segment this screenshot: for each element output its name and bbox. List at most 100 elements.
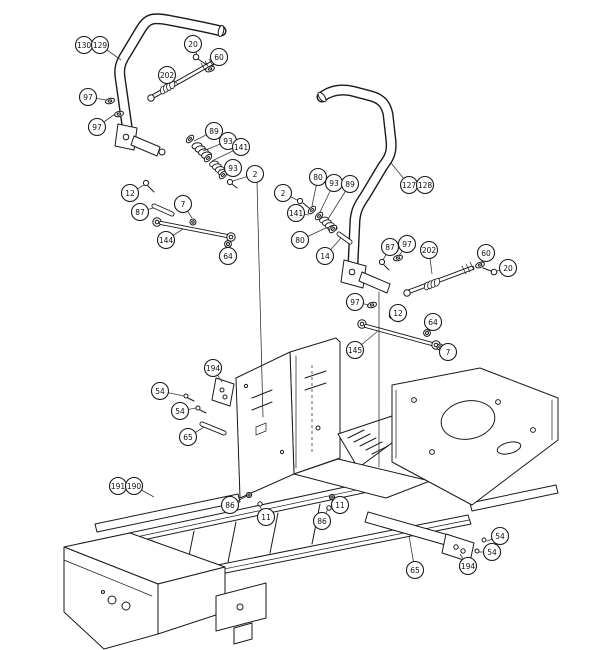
- damper-rod-left: [147, 58, 215, 102]
- callout-label: 89: [345, 180, 355, 189]
- callout-label: 93: [228, 164, 238, 173]
- callout-balloon-80-18: 80: [308, 167, 328, 187]
- washer: [392, 253, 404, 263]
- callout-label: 65: [410, 566, 420, 575]
- linkage-rod-144: [152, 217, 236, 248]
- bolt: [481, 537, 487, 543]
- callout-balloon-65-46: 65: [405, 560, 425, 580]
- callout-balloon-65-39: 65: [178, 427, 198, 447]
- callout-balloon-87-13: 87: [130, 202, 150, 222]
- callout-circle: [415, 175, 435, 195]
- callout-label: 14: [320, 252, 330, 261]
- callout-label: 87: [385, 243, 395, 252]
- washer: [104, 96, 116, 106]
- bolt-head: [192, 53, 200, 61]
- callout-circle: [345, 340, 365, 360]
- callout-circle: [308, 167, 328, 187]
- callout-circle: [405, 560, 425, 580]
- callout-balloon-7-35: 7: [438, 342, 458, 362]
- callout-circle: [173, 194, 193, 214]
- bolt-and-washer-right: [474, 260, 498, 276]
- callout-circle: [490, 526, 510, 546]
- callout-balloon-202-28: 202: [419, 240, 439, 260]
- console-right-plate: [289, 337, 341, 475]
- callout-label: 141: [234, 143, 249, 152]
- callout-circle: [223, 158, 243, 178]
- callout-balloon-80-22: 80: [290, 230, 310, 250]
- callout-label: 97: [350, 298, 360, 307]
- callout-label: 194: [206, 364, 221, 373]
- callout-balloon-87-26: 87: [380, 237, 400, 257]
- frame-rail-right: [469, 484, 559, 512]
- callout-label: 144: [159, 236, 174, 245]
- callout-circle: [256, 507, 276, 527]
- callout-balloon-129-1: 129: [90, 35, 110, 55]
- callout-label: 130: [77, 41, 92, 50]
- front-hanger-bracket: [215, 582, 267, 645]
- callout-circle: [204, 121, 224, 141]
- callout-circle: [482, 542, 502, 562]
- callout-balloon-144-15: 144: [156, 230, 176, 250]
- left-mount-parts: [183, 377, 235, 436]
- engine-deck: [391, 367, 559, 506]
- callout-label: 2: [281, 189, 286, 198]
- callout-balloon-86-42: 86: [220, 495, 240, 515]
- handle-pivot-left: [114, 123, 166, 157]
- callout-balloon-54-49: 54: [482, 542, 502, 562]
- callout-circle: [156, 230, 176, 250]
- deck-slot-hole: [496, 441, 522, 455]
- callout-circle: [183, 34, 203, 54]
- chassis-frame: [63, 337, 559, 650]
- deck-large-hole: [440, 400, 496, 440]
- callout-balloon-7-14: 7: [173, 194, 193, 214]
- callout-circle: [124, 476, 144, 496]
- callout-circle: [273, 183, 293, 203]
- callout-label: 89: [209, 127, 219, 136]
- callout-circle: [419, 240, 439, 260]
- callout-label: 12: [393, 309, 403, 318]
- callout-balloon-89-20: 89: [340, 174, 360, 194]
- callout-balloon-145-34: 145: [345, 340, 365, 360]
- callout-balloon-12-12: 12: [120, 183, 140, 203]
- frame-rail-rear: [94, 493, 241, 533]
- callout-balloon-12-32: 12: [388, 303, 408, 323]
- nut-64: [423, 329, 431, 337]
- callout-label: 127: [402, 181, 417, 190]
- callout-circle: [245, 164, 265, 184]
- callout-balloon-60-29: 60: [476, 243, 496, 263]
- callout-label: 80: [313, 173, 323, 182]
- callout-circle: [90, 35, 110, 55]
- callout-circle: [130, 202, 150, 222]
- callout-circle: [120, 183, 140, 203]
- callout-label: 202: [422, 246, 437, 255]
- callout-label: 86: [225, 501, 235, 510]
- callout-circle: [397, 234, 417, 254]
- left-handle-assembly: [104, 13, 264, 418]
- bolt: [183, 393, 189, 399]
- callout-circle: [290, 230, 310, 250]
- bolt: [474, 548, 480, 554]
- nut-64: [224, 240, 232, 248]
- bolt-87: [378, 258, 386, 266]
- callout-balloon-190-41: 190: [124, 476, 144, 496]
- callout-circle: [476, 243, 496, 263]
- callout-balloon-2-17: 2: [273, 183, 293, 203]
- callout-label: 80: [295, 236, 305, 245]
- callout-balloon-60-3: 60: [209, 47, 229, 67]
- spring-stack-right: [296, 197, 353, 245]
- callout-balloon-93-10: 93: [223, 158, 243, 178]
- spring: [423, 275, 441, 294]
- callout-circle: [231, 137, 251, 157]
- callout-circle: [438, 342, 458, 362]
- callout-balloon-93-19: 93: [324, 173, 344, 193]
- callout-balloon-97-27: 97: [397, 234, 417, 254]
- callout-circle: [330, 495, 350, 515]
- callout-balloon-127-24: 127: [399, 175, 419, 195]
- callout-label: 60: [481, 249, 491, 258]
- callout-circle: [345, 292, 365, 312]
- callout-balloon-89-7: 89: [204, 121, 224, 141]
- callout-balloon-141-9: 141: [231, 137, 251, 157]
- callout-label: 97: [83, 93, 93, 102]
- callout-balloon-194-36: 194: [203, 358, 223, 378]
